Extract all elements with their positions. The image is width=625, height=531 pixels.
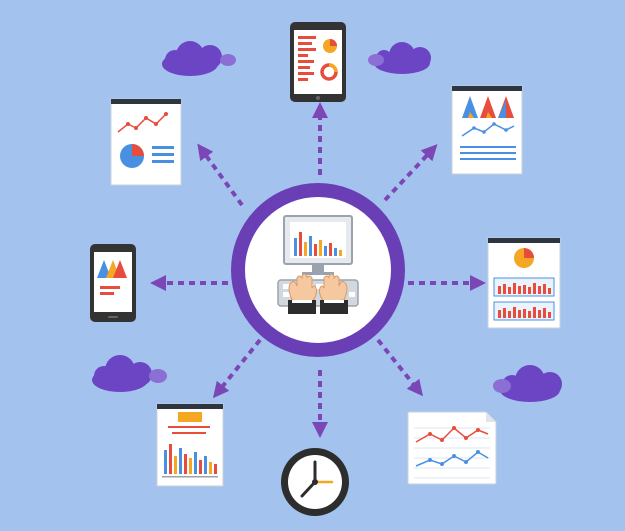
triangle-chart-document-icon: [451, 85, 523, 175]
monitor-bar-chart: [294, 232, 342, 256]
arrow-down-left: [212, 338, 262, 399]
cloud-icon: [92, 355, 167, 392]
arrow-up-left: [197, 143, 244, 207]
tablet-report-icon: [290, 22, 346, 102]
phone-triangle-chart-icon: [90, 244, 136, 322]
arrow-up-right: [383, 144, 438, 202]
center-computer-hub: [231, 183, 405, 357]
distribution-arrows: [150, 102, 486, 438]
line-chart-document-icon: [407, 411, 497, 485]
bar-chart-document-icon: [156, 403, 224, 487]
cloud-icon: [162, 41, 236, 76]
typing-hands-icon: [288, 273, 348, 314]
bar-pie-document-icon: [487, 237, 561, 329]
clock-icon: [281, 448, 349, 516]
line-pie-document-icon: [110, 98, 182, 186]
cloud-icon: [493, 365, 562, 402]
cloud-icon: [368, 42, 431, 74]
